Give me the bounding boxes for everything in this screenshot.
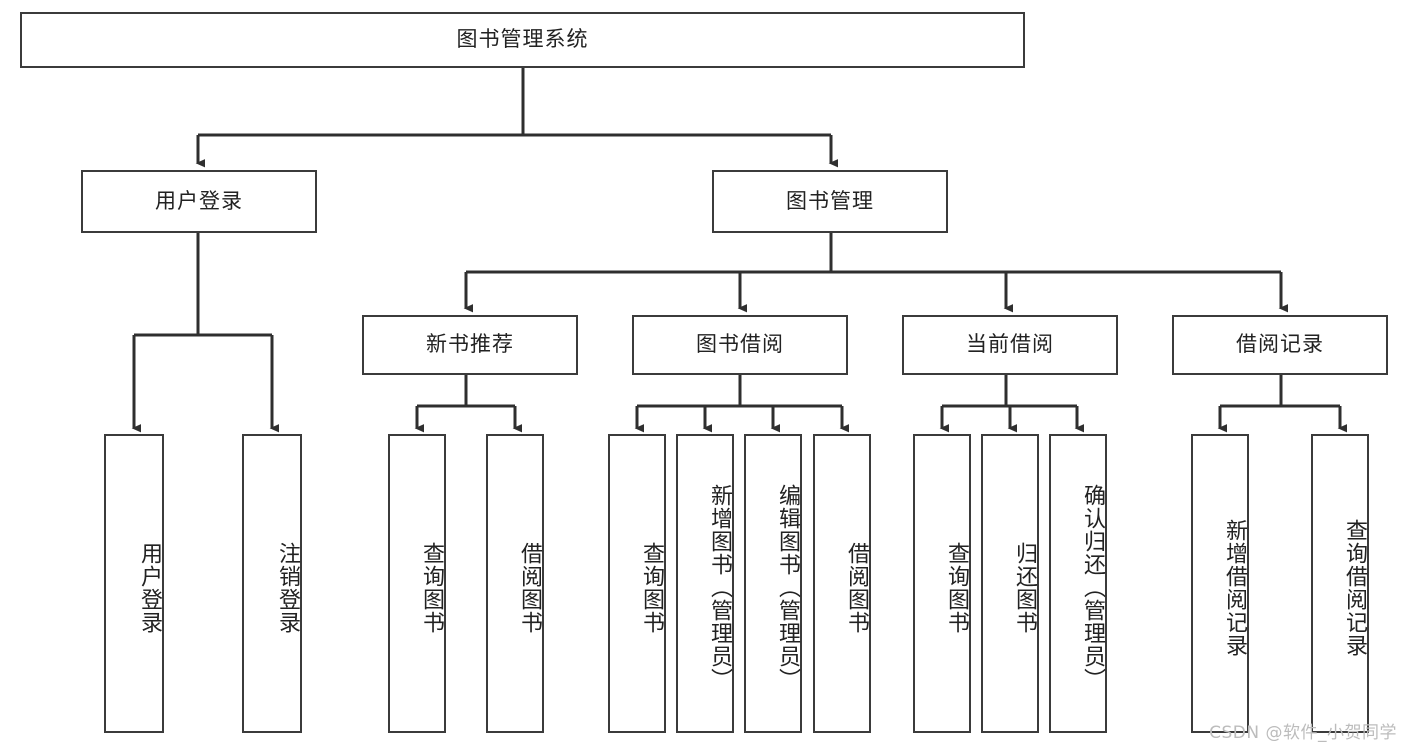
node-book-borrow[interactable]: 图书借阅 [632, 315, 848, 375]
node-user-login-label: 用户登录 [155, 188, 243, 213]
node-leaf-query-book-1[interactable]: 查询图书 [388, 434, 446, 733]
node-leaf-borrow-book-1-label: 借阅图书 [517, 541, 542, 634]
node-leaf-confirm-return[interactable]: 确认归还（管理员） [1049, 434, 1107, 733]
node-leaf-logout[interactable]: 注销登录 [242, 434, 302, 733]
node-book-manage-label: 图书管理 [786, 188, 874, 213]
node-leaf-user-login[interactable]: 用户登录 [104, 434, 164, 733]
watermark-text: CSDN @软件_小贺同学 [1209, 723, 1397, 743]
node-leaf-return-book-label: 归还图书 [1012, 541, 1037, 634]
node-leaf-borrow-book-1[interactable]: 借阅图书 [486, 434, 544, 733]
node-current-borrow[interactable]: 当前借阅 [902, 315, 1118, 375]
node-leaf-borrow-book-2-label: 借阅图书 [844, 541, 869, 634]
node-leaf-query-record[interactable]: 查询借阅记录 [1311, 434, 1369, 733]
node-current-borrow-label: 当前借阅 [966, 332, 1054, 357]
node-new-book-recommend[interactable]: 新书推荐 [362, 315, 578, 375]
node-root-label: 图书管理系统 [456, 27, 589, 52]
node-new-book-recommend-label: 新书推荐 [426, 332, 514, 357]
node-leaf-query-book-3[interactable]: 查询图书 [913, 434, 971, 733]
node-leaf-query-book-1-label: 查询图书 [419, 541, 444, 634]
node-leaf-borrow-book-2[interactable]: 借阅图书 [813, 434, 871, 733]
node-book-manage[interactable]: 图书管理 [712, 170, 948, 233]
node-leaf-query-record-label: 查询借阅记录 [1342, 518, 1367, 657]
node-leaf-return-book[interactable]: 归还图书 [981, 434, 1039, 733]
node-borrow-record[interactable]: 借阅记录 [1172, 315, 1388, 375]
node-leaf-query-book-2[interactable]: 查询图书 [608, 434, 666, 733]
node-leaf-add-record-label: 新增借阅记录 [1222, 518, 1247, 657]
node-borrow-record-label: 借阅记录 [1236, 332, 1324, 357]
node-leaf-query-book-2-label: 查询图书 [639, 541, 664, 634]
node-leaf-edit-book[interactable]: 编辑图书（管理员） [744, 434, 802, 733]
node-book-borrow-label: 图书借阅 [696, 332, 784, 357]
node-leaf-edit-book-label: 编辑图书（管理员） [775, 484, 800, 691]
node-leaf-query-book-3-label: 查询图书 [944, 541, 969, 634]
node-leaf-add-book-label: 新增图书（管理员） [707, 484, 732, 691]
node-leaf-add-book[interactable]: 新增图书（管理员） [676, 434, 734, 733]
node-leaf-logout-label: 注销登录 [275, 541, 300, 634]
node-leaf-user-login-label: 用户登录 [137, 541, 162, 634]
node-leaf-add-record[interactable]: 新增借阅记录 [1191, 434, 1249, 733]
node-user-login[interactable]: 用户登录 [81, 170, 317, 233]
node-root[interactable]: 图书管理系统 [20, 12, 1025, 68]
node-leaf-confirm-return-label: 确认归还（管理员） [1080, 484, 1105, 691]
